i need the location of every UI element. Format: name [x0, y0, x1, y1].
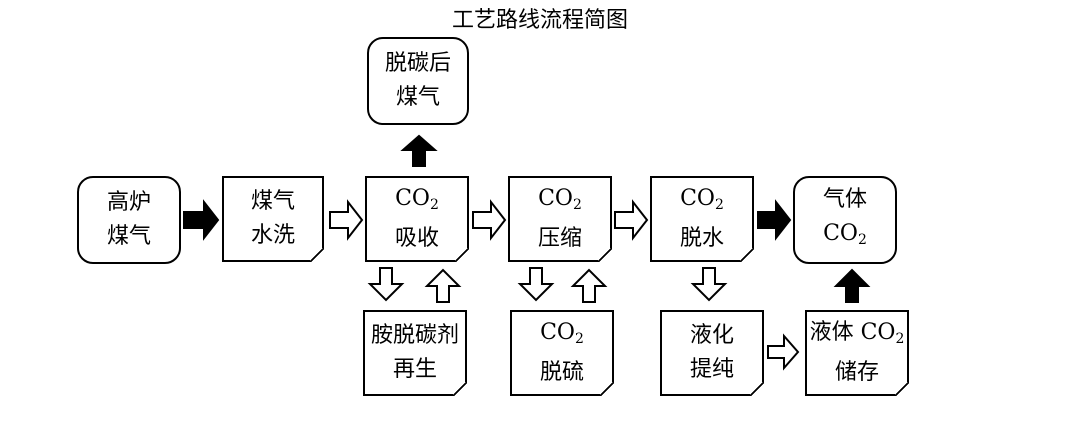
node-label: 脱碳后: [384, 51, 451, 76]
arrow-hollow-down: [517, 267, 555, 302]
node-label: 煤气: [395, 85, 440, 110]
node-label: 气体: [822, 187, 867, 212]
arrow-hollow-right: [614, 199, 649, 241]
node-label: 胺脱碳剂: [370, 323, 459, 348]
node-blast-furnace-gas: 高炉 煤气: [77, 176, 181, 264]
node-label: 煤气: [250, 189, 295, 214]
node-label: 储存: [834, 360, 879, 385]
arrow-solid-up: [833, 268, 871, 303]
node-label: 水洗: [250, 223, 295, 248]
node-co2-desulfurization: CO2 脱硫: [510, 310, 614, 396]
node-co2-absorption: CO2 吸收: [365, 176, 469, 262]
node-label: 再生: [392, 357, 437, 382]
node-label: 高炉: [106, 190, 151, 215]
diagram-title: 工艺路线流程简图: [451, 8, 628, 33]
arrow-hollow-right: [472, 199, 507, 241]
node-label: 煤气: [106, 224, 151, 249]
node-label: 脱水: [679, 226, 724, 251]
node-label: CO2: [540, 320, 584, 347]
node-label: CO2: [680, 186, 724, 213]
node-label: 压缩: [537, 226, 582, 251]
node-gaseous-co2: 气体 CO2: [793, 176, 897, 264]
node-amine-regeneration: 胺脱碳剂 再生: [363, 310, 467, 396]
node-label: CO2: [538, 186, 582, 213]
node-label: 液体 CO2: [809, 320, 905, 347]
arrow-hollow-up: [570, 268, 608, 303]
arrow-solid-right: [183, 199, 220, 241]
arrow-hollow-up: [424, 268, 462, 303]
node-co2-compression: CO2 压缩: [508, 176, 612, 262]
node-label: 吸收: [394, 226, 439, 251]
node-label: 液化: [689, 323, 734, 348]
node-label: CO2: [823, 221, 867, 248]
node-gas-water-wash: 煤气 水洗: [222, 176, 324, 262]
node-label: 脱硫: [539, 360, 584, 385]
node-label: CO2: [395, 186, 439, 213]
arrow-hollow-down: [367, 267, 405, 302]
node-liquefaction-purification: 液化 提纯: [660, 310, 764, 396]
node-label: 提纯: [689, 357, 734, 382]
arrow-hollow-right: [329, 199, 364, 241]
arrow-solid-up: [400, 134, 438, 167]
node-co2-dehydration: CO2 脱水: [650, 176, 754, 262]
arrow-hollow-right: [767, 333, 800, 371]
node-decarbonized-gas: 脱碳后 煤气: [367, 37, 469, 125]
node-liquid-co2-storage: 液体 CO2 储存: [805, 310, 909, 396]
arrow-hollow-down: [690, 267, 728, 302]
arrow-solid-right: [757, 199, 792, 241]
